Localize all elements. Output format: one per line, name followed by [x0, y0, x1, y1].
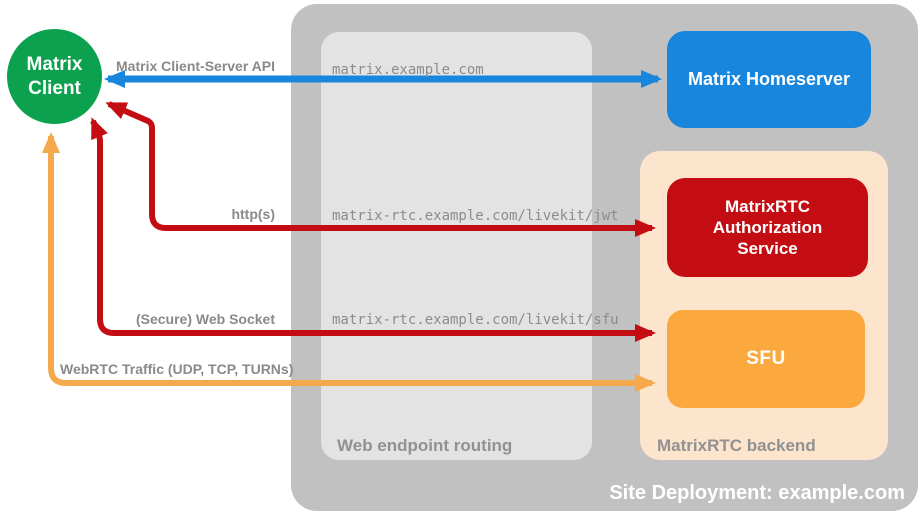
matrix-client-label-line2: Client: [28, 77, 81, 99]
matrix-homeserver-node: Matrix Homeserver: [667, 31, 871, 128]
webrtc-traffic-arrow: [42, 132, 656, 392]
endpoint-url-livekit-jwt: matrix-rtc.example.com/livekit/jwt: [332, 208, 619, 224]
matrix-client-node: Matrix Client: [7, 29, 102, 124]
matrixrtc-backend-label: MatrixRTC backend: [657, 436, 816, 455]
sfu-label: SFU: [746, 348, 786, 369]
web-endpoint-routing-label: Web endpoint routing: [337, 436, 513, 455]
matrix-homeserver-label: Matrix Homeserver: [687, 69, 851, 89]
matrix-client-label-line1: Matrix: [26, 53, 83, 75]
matrixrtc-authorization-service-node: MatrixRTC Authorization Service: [667, 178, 868, 277]
endpoint-url-homeserver: matrix.example.com: [332, 62, 484, 78]
client-server-api-arrow-label: Matrix Client-Server API: [116, 58, 275, 74]
endpoint-url-livekit-sfu: matrix-rtc.example.com/livekit/sfu: [332, 312, 619, 328]
site-deployment-label: Site Deployment: example.com: [609, 482, 905, 504]
websocket-arrow-label: (Secure) Web Socket: [135, 311, 275, 327]
webrtc-traffic-arrow-label: WebRTC Traffic (UDP, TCP, TURNs): [60, 361, 294, 377]
matrixrtc-authorization-service-label: MatrixRTC Authorization Service: [712, 197, 823, 258]
https-arrow-label: http(s): [231, 206, 275, 222]
sfu-node: SFU: [667, 310, 865, 408]
